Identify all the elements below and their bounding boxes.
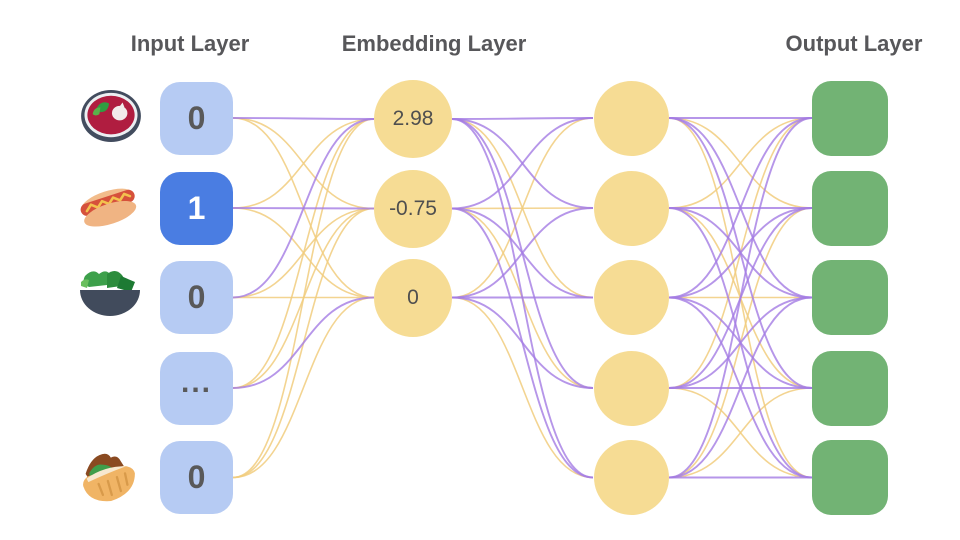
hidden-node-4: [593, 350, 669, 426]
output-layer-title: Output Layer: [785, 31, 923, 56]
hidden-node-3: [593, 260, 669, 335]
input-node-flatbread: 0: [160, 441, 233, 514]
embedding-node-3: 0: [374, 258, 452, 337]
embedding-layer-title: Embedding Layer: [341, 31, 527, 56]
embedding-node-2: -0.75: [374, 169, 452, 248]
input-node-value: 1: [187, 189, 206, 226]
input-node-value: ...: [180, 366, 212, 399]
input-node-value: 0: [187, 99, 206, 136]
hot-dog-icon: [80, 188, 137, 227]
output-node-4: [812, 350, 888, 426]
input-node-salad: 0: [160, 261, 233, 334]
input-node-ellipsis: ...: [160, 351, 233, 425]
output-node-1: [812, 80, 888, 156]
stuffed-flatbread-icon: [83, 453, 135, 502]
hidden-node-1: [593, 80, 669, 156]
output-node-3: [812, 260, 888, 335]
embedding-node-1: 2.98: [374, 80, 452, 158]
borscht-soup-icon: [81, 89, 141, 143]
output-node-5: [812, 440, 888, 515]
input-node-hotdog: 1: [160, 171, 233, 245]
input-node-borscht: 0: [160, 81, 233, 155]
embedding-value: 0: [407, 285, 419, 309]
embedding-value: -0.75: [389, 196, 437, 220]
input-node-value: 0: [187, 459, 206, 495]
input-layer-title: Input Layer: [130, 31, 250, 56]
input-node-value: 0: [187, 279, 206, 315]
hidden-node-5: [593, 440, 669, 515]
output-node-2: [812, 170, 888, 246]
green-salad-icon: [80, 271, 140, 316]
hidden-node-2: [593, 170, 669, 246]
embedding-value: 2.98: [392, 107, 434, 130]
